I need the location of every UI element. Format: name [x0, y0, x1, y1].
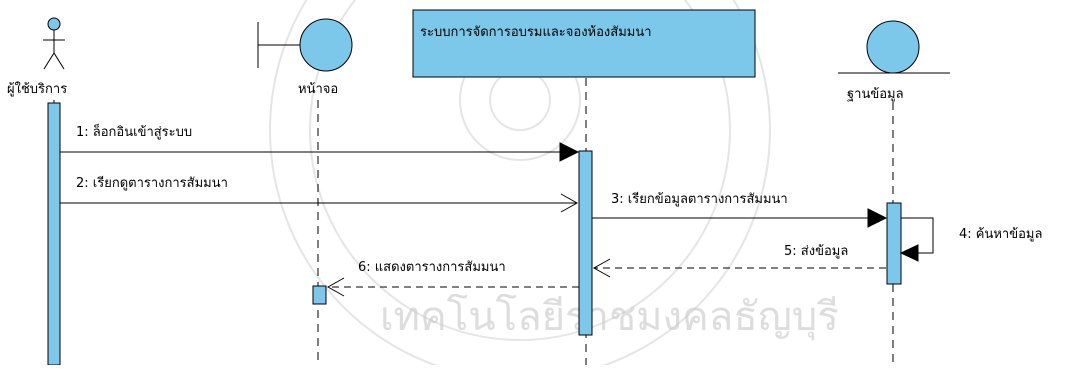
- entity-label: ฐานข้อมูล: [847, 87, 904, 102]
- actor-user: ผู้ใช้บริการ: [7, 17, 67, 97]
- watermark-seal: เทคโนโลยีราชมงคลธัญบุรี: [269, 0, 839, 369]
- message-6-label: 6: แสดงตารางการสัมมนา: [358, 260, 506, 275]
- activation-actor: [47, 102, 61, 366]
- message-3: 3: เรียกข้อมูลตารางการสัมมนา: [592, 191, 888, 228]
- arrowhead-filled-icon: [899, 244, 919, 262]
- arrowhead-open-icon: [326, 277, 345, 297]
- entity-icon: [866, 20, 920, 74]
- watermark-text: เทคโนโลยีราชมงคลธัญบุรี: [380, 294, 839, 341]
- message-1: 1: ล็อกอินเข้าสู่ระบบ: [60, 122, 580, 162]
- arrowhead-filled-icon: [867, 208, 888, 228]
- message-4-label: 4: ค้นหาข้อมูล: [959, 227, 1042, 242]
- arrowhead-open-icon: [560, 193, 579, 213]
- system-box: [412, 9, 756, 78]
- entity-database: ฐานข้อมูล: [838, 20, 950, 102]
- actor-label: ผู้ใช้บริการ: [7, 81, 67, 97]
- message-1-label: 1: ล็อกอินเข้าสู่ระบบ: [76, 122, 192, 140]
- activation-database: [886, 202, 902, 285]
- message-3-label: 3: เรียกข้อมูลตารางการสัมมนา: [611, 191, 788, 207]
- boundary-screen: หน้าจอ: [257, 18, 353, 97]
- message-5: 5: ส่งข้อมูล: [592, 244, 886, 278]
- activation-screen: [312, 285, 327, 305]
- activation-system: [578, 150, 593, 336]
- boundary-label: หน้าจอ: [298, 82, 338, 97]
- arrowhead-open-icon: [592, 258, 611, 278]
- message-5-label: 5: ส่งข้อมูล: [784, 244, 848, 259]
- arrowhead-filled-icon: [559, 142, 580, 162]
- actor-head-icon: [47, 17, 61, 31]
- control-system: ระบบการจัดการอบรมและจองห้องสัมมนา: [412, 9, 756, 78]
- message-2-label: 2: เรียกดูตารางการสัมมนา: [76, 175, 228, 191]
- message-6: 6: แสดงตารางการสัมมนา: [326, 260, 579, 297]
- system-label: ระบบการจัดการอบรมและจองห้องสัมมนา: [420, 25, 652, 40]
- message-4: 4: ค้นหาข้อมูล: [899, 217, 1042, 262]
- message-2: 2: เรียกดูตารางการสัมมนา: [60, 175, 579, 213]
